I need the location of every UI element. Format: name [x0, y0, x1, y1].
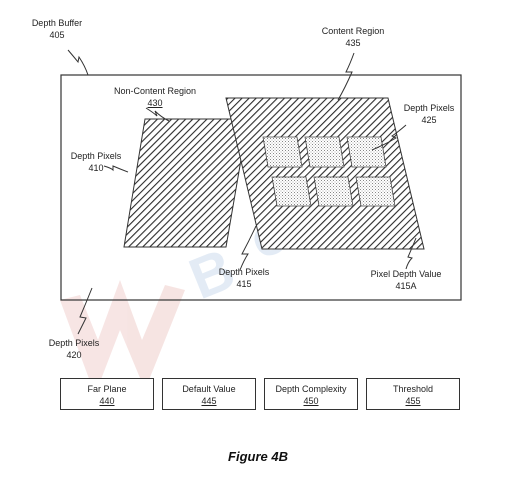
- leader-content-region: [337, 52, 355, 101]
- label-pixel-depth-value: Pixel Depth Value 415A: [368, 268, 444, 292]
- label-text: Pixel Depth Value: [370, 269, 442, 279]
- label-text: Depth Pixels: [403, 103, 455, 113]
- leader-lines: [67, 49, 417, 335]
- box-threshold: Threshold 455: [366, 378, 460, 410]
- leader-depth-pixels-410: [103, 165, 129, 173]
- leader-depth-pixels-420: [77, 287, 93, 335]
- depth-pixels-425-grid: [262, 136, 396, 207]
- label-number: 425: [421, 115, 437, 125]
- figure-caption: Figure 4B: [228, 449, 288, 464]
- depth-pixel: [271, 176, 312, 207]
- label-number: 410: [88, 163, 104, 173]
- box-number: 445: [201, 396, 217, 406]
- depth-pixel: [262, 136, 303, 168]
- box-depth-complexity: Depth Complexity 450: [264, 378, 358, 410]
- label-text: Content Region: [321, 26, 385, 36]
- label-depth-buffer: Depth Buffer 405: [22, 17, 92, 41]
- label-number: 420: [66, 350, 82, 360]
- leader-depth-pixels-415: [239, 225, 257, 271]
- depth-buffer-frame: [60, 74, 462, 301]
- label-depth-pixels-415: Depth Pixels 415: [213, 266, 275, 290]
- leader-pixel-depth-value: [405, 237, 417, 270]
- legend-boxes: Far Plane 440 Default Value 445 Depth Co…: [60, 378, 460, 412]
- label-content-region: Content Region 435: [318, 25, 388, 49]
- leader-depth-buffer: [67, 49, 89, 76]
- box-number: 450: [303, 396, 319, 406]
- label-text: Non-Content Region: [113, 86, 197, 96]
- box-label: Depth Complexity: [275, 384, 347, 394]
- content-region: [225, 97, 425, 250]
- label-text: Depth Pixels: [218, 267, 270, 277]
- label-text: Depth Pixels: [48, 338, 100, 348]
- depth-pixel: [355, 176, 396, 207]
- label-number: 430: [147, 98, 163, 108]
- label-number: 415: [236, 279, 252, 289]
- depth-pixel: [346, 136, 387, 168]
- label-non-content-region: Non-Content Region 430: [112, 85, 198, 109]
- box-label: Threshold: [392, 384, 434, 394]
- label-text: Depth Buffer: [31, 18, 83, 28]
- label-depth-pixels-410: Depth Pixels 410: [66, 150, 126, 174]
- box-label: Default Value: [182, 384, 236, 394]
- box-far-plane: Far Plane 440: [60, 378, 154, 410]
- label-depth-pixels-425: Depth Pixels 425: [398, 102, 460, 126]
- depth-pixel: [313, 176, 354, 207]
- label-number: 415A: [395, 281, 417, 291]
- box-number: 455: [405, 396, 421, 406]
- depth-pixel: [304, 136, 345, 168]
- box-label: Far Plane: [87, 384, 127, 394]
- leader-depth-pixels-425: [371, 124, 407, 151]
- label-number: 435: [345, 38, 361, 48]
- box-number: 440: [99, 396, 115, 406]
- box-default-value: Default Value 445: [162, 378, 256, 410]
- label-depth-pixels-420: Depth Pixels 420: [42, 337, 106, 361]
- label-text: Depth Pixels: [70, 151, 122, 161]
- label-number: 405: [49, 30, 65, 40]
- depth-pixels-410-region: [123, 118, 249, 248]
- leader-non-content-region: [145, 107, 170, 122]
